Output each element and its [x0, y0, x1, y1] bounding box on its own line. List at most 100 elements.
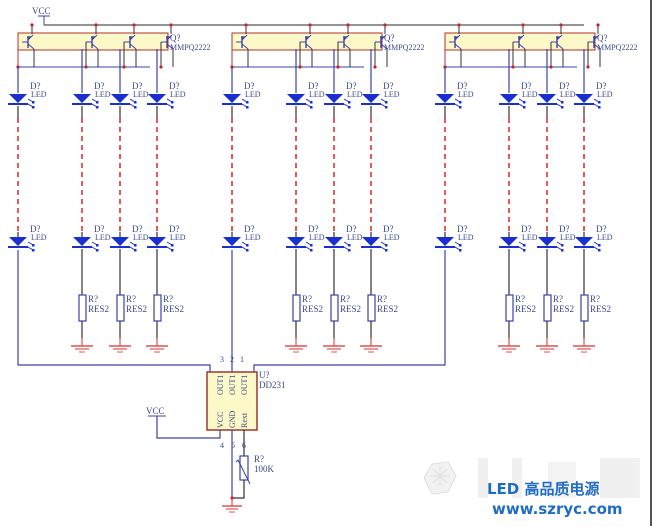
led-part: LED [560, 90, 576, 99]
led-icon [286, 94, 313, 109]
led-icon [435, 94, 462, 109]
resistor-part: RES2 [126, 304, 147, 314]
led-ref: D? [132, 224, 143, 234]
led-part: LED [133, 233, 149, 242]
driver-groups: Q?MMPQ2222D?LEDD?LEDD?LEDD?LEDR?RES2D?LE… [8, 23, 637, 353]
led-part: LED [170, 233, 186, 242]
resistor-ref: R? [340, 294, 350, 304]
pin-number-1: 1 [240, 355, 244, 364]
led-part: LED [597, 90, 613, 99]
ic-ref: U? [259, 370, 270, 380]
resistor-ref: R? [126, 294, 136, 304]
ground-icon [498, 338, 520, 353]
led-part: LED [170, 90, 186, 99]
pin-number-3: 3 [220, 355, 224, 364]
transistor-icon [298, 23, 313, 69]
watermark-line1: LED 高品质电源 [487, 480, 599, 498]
resistor-part: RES2 [553, 304, 574, 314]
watermark-line2: www.szryc.com [492, 500, 623, 518]
pin-number-2: 2 [230, 355, 234, 364]
led-part: LED [31, 90, 47, 99]
led-icon [147, 94, 174, 109]
led-icon [110, 94, 137, 109]
transistor-array [17, 32, 169, 51]
led-part: LED [31, 233, 47, 242]
ic-pin-out1-a: OUT1 [216, 375, 225, 395]
transistor-icon [586, 23, 601, 69]
led-icon [574, 94, 601, 109]
led-ref: D? [94, 81, 105, 91]
resistor [292, 294, 301, 322]
watermark-letter-bg [478, 458, 488, 498]
led-icon [361, 94, 388, 109]
resistor-ref: R? [515, 294, 525, 304]
resistor-part: RES2 [340, 304, 361, 314]
transistor-ref: Q? [384, 33, 395, 43]
pin-number-5: 5 [231, 441, 235, 450]
led-icon [8, 237, 35, 252]
resistor [116, 294, 125, 322]
led-part: LED [384, 90, 400, 99]
resistor-ref: R? [590, 294, 600, 304]
led-ref: D? [521, 224, 532, 234]
led-ref: D? [94, 224, 105, 234]
led-icon [435, 237, 462, 252]
resistor [580, 294, 589, 322]
transistor-icon [22, 23, 35, 67]
transistor-icon [511, 23, 526, 69]
transistor-array [444, 32, 596, 51]
ic-pin-gnd: GND [228, 410, 237, 428]
led-ref: D? [457, 81, 468, 91]
transistor-icon [84, 23, 99, 69]
image-right-border [650, 0, 652, 526]
led-icon [8, 94, 35, 109]
resistor-ref: R? [88, 294, 98, 304]
led-part: LED [95, 233, 111, 242]
led-part: LED [458, 90, 474, 99]
ic-pin-rext: Rext [240, 412, 249, 428]
pin-number-4: 4 [220, 441, 224, 450]
led-ref: D? [132, 81, 143, 91]
ground-icon [573, 338, 595, 353]
resistor-part: RES2 [302, 304, 323, 314]
led-ref: D? [346, 81, 357, 91]
ic-part: DD231 [259, 380, 286, 390]
resistor [505, 294, 514, 322]
led-ref: D? [521, 81, 532, 91]
led-ref: D? [559, 81, 570, 91]
resistor-ref: R? [163, 294, 173, 304]
transistor-icon [122, 23, 137, 69]
thermistor-arrow-icon [235, 459, 251, 485]
watermark-star-icon [430, 466, 450, 486]
ground-icon [323, 338, 345, 353]
rext-wire-bottom [232, 480, 245, 499]
led-icon [499, 237, 526, 252]
led-part: LED [597, 233, 613, 242]
led-icon [222, 94, 249, 109]
led-part: LED [458, 233, 474, 242]
ground-icon [146, 338, 168, 353]
led-ref: D? [244, 224, 255, 234]
rext-ref: R? [254, 454, 264, 464]
led-ref: D? [308, 224, 319, 234]
led-ref: D? [308, 81, 319, 91]
group-3: Q?MMPQ2222D?LEDD?LEDD?LEDD?LEDR?RES2D?LE… [435, 23, 637, 353]
return-wire-right [253, 250, 446, 372]
ic-pin-vcc: VCC [216, 412, 225, 428]
led-ref: D? [30, 224, 41, 234]
led-ref: D? [596, 224, 607, 234]
ic-pin-out1-b: OUT1 [228, 375, 237, 395]
ic-pin-out1-c: OUT1 [240, 375, 249, 395]
ic-vcc-label: VCC [146, 406, 165, 416]
ground-icon [222, 498, 242, 513]
led-ref: D? [244, 81, 255, 91]
led-icon [499, 94, 526, 109]
